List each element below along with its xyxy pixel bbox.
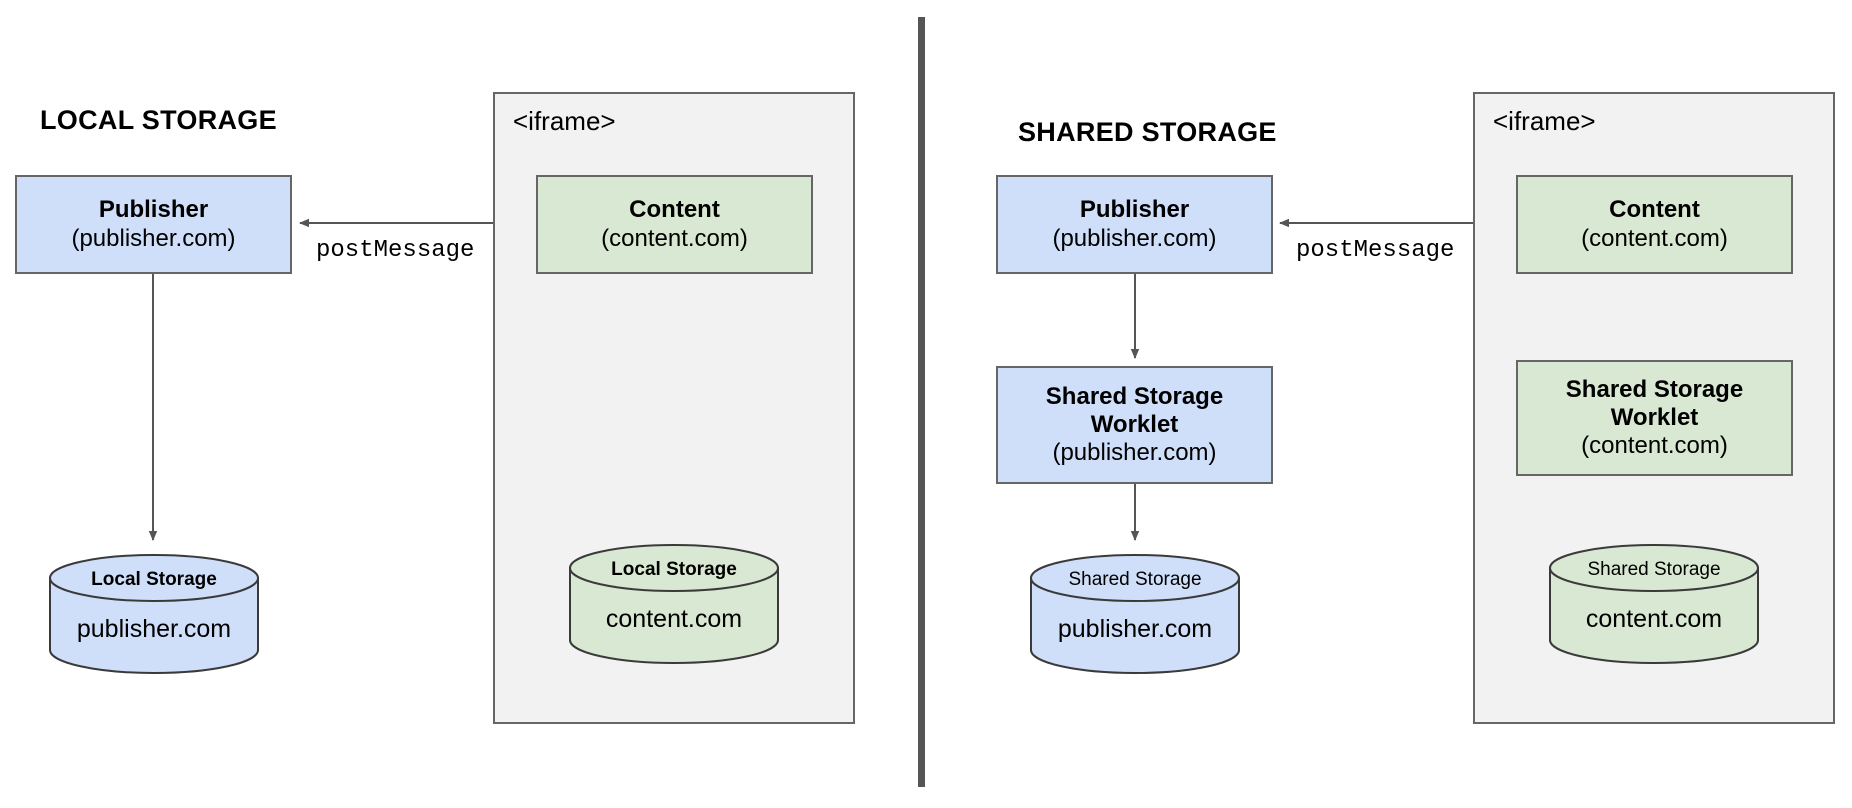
left-publisher-node[interactable]: Publisher (publisher.com): [15, 175, 292, 274]
right-content-storage-top-label: Shared Storage: [1587, 559, 1721, 580]
left-publisher-storage-cylinder[interactable]: Local Storage publisher.com: [48, 553, 260, 675]
left-publisher-storage-top-label: Local Storage: [91, 569, 217, 590]
left-content-storage-top-label: Local Storage: [611, 559, 737, 580]
right-panel-heading: SHARED STORAGE: [1018, 117, 1277, 147]
left-content-node[interactable]: Content (content.com): [536, 175, 813, 274]
right-publisher-title: Publisher: [1079, 196, 1190, 224]
right-content-title: Content: [1609, 196, 1700, 224]
right-publisher-storage-body-label: publisher.com: [1057, 615, 1213, 643]
right-content-worklet-title-line1: Shared Storage: [1565, 375, 1744, 403]
left-iframe-label: <iframe>: [513, 106, 616, 136]
left-content-title: Content: [629, 196, 720, 224]
right-publisher-storage-cylinder[interactable]: Shared Storage publisher.com: [1029, 553, 1241, 675]
right-content-subtitle: (content.com): [1581, 224, 1728, 252]
right-content-storage-cylinder[interactable]: Shared Storage content.com: [1548, 543, 1760, 665]
left-panel-heading: LOCAL STORAGE: [40, 105, 277, 135]
right-publisher-subtitle: (publisher.com): [1052, 224, 1217, 252]
right-content-worklet-subtitle: (content.com): [1581, 432, 1728, 460]
right-publisher-storage-top-label: Shared Storage: [1068, 569, 1202, 590]
left-publisher-subtitle: (publisher.com): [71, 224, 236, 252]
right-iframe-label: <iframe>: [1493, 106, 1596, 136]
right-publisher-worklet-node[interactable]: Shared Storage Worklet (publisher.com): [996, 366, 1273, 484]
right-postmessage-label: postMessage: [1296, 237, 1455, 264]
left-publisher-storage-body-label: publisher.com: [76, 615, 232, 643]
right-content-node[interactable]: Content (content.com): [1516, 175, 1793, 274]
left-content-storage-cylinder[interactable]: Local Storage content.com: [568, 543, 780, 665]
left-publisher-title: Publisher: [98, 196, 209, 224]
right-publisher-worklet-title-line1: Shared Storage: [1045, 382, 1224, 410]
panel-divider: [918, 17, 925, 787]
right-publisher-worklet-subtitle: (publisher.com): [1052, 439, 1217, 467]
right-content-storage-body-label: content.com: [1585, 605, 1723, 633]
right-content-worklet-title-line2: Worklet: [1610, 403, 1699, 431]
right-publisher-node[interactable]: Publisher (publisher.com): [996, 175, 1273, 274]
left-postmessage-label: postMessage: [316, 237, 475, 264]
right-content-worklet-node[interactable]: Shared Storage Worklet (content.com): [1516, 360, 1793, 476]
left-content-storage-body-label: content.com: [605, 605, 743, 633]
left-content-subtitle: (content.com): [601, 224, 748, 252]
right-publisher-worklet-title-line2: Worklet: [1090, 410, 1179, 438]
